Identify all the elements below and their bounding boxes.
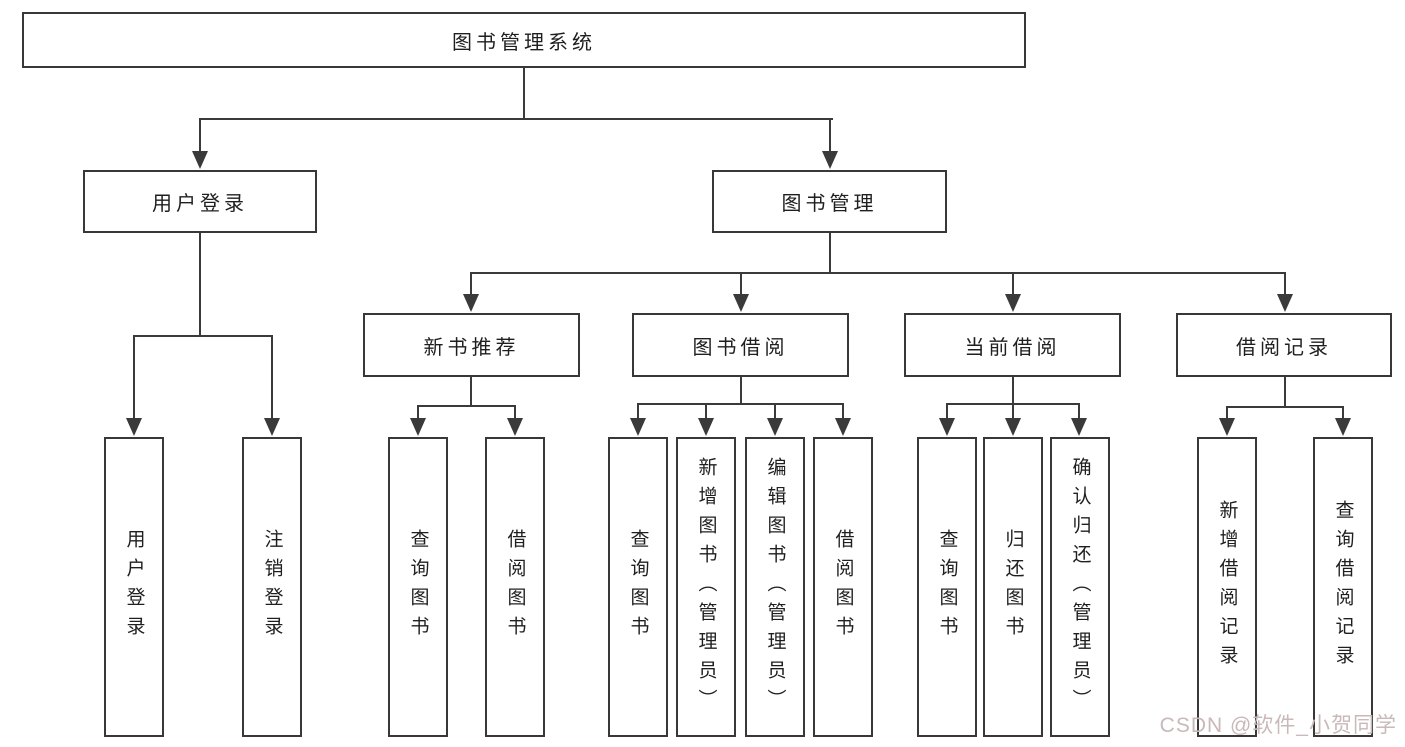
connector-line [740, 272, 742, 298]
node-label: 当前借阅 [964, 336, 1061, 359]
connector-line [1284, 377, 1286, 408]
leaf-label: 新增图书（管理员） [695, 456, 717, 718]
leaf-label: 借阅图书 [504, 529, 526, 645]
connector-line [1342, 406, 1344, 421]
node-new-book-recommendation: 新书推荐 [363, 313, 580, 377]
connector-line [470, 272, 472, 298]
leaf-label: 确认归还（管理员） [1069, 456, 1091, 718]
connector-line [470, 377, 472, 407]
connector-line [199, 118, 833, 120]
connector-line [417, 405, 516, 407]
leaf-query-books-borrow: 查询图书 [608, 437, 668, 737]
node-label: 图书管理 [781, 193, 878, 215]
leaf-return-books: 归还图书 [983, 437, 1043, 737]
leaf-add-books-admin: 新增图书（管理员） [676, 437, 736, 737]
connector-line [740, 377, 742, 405]
leaf-label: 编辑图书（管理员） [764, 456, 786, 718]
node-user-login: 用户登录 [83, 170, 317, 233]
leaf-label: 查询图书 [936, 529, 958, 645]
leaf-query-books-current: 查询图书 [917, 437, 977, 737]
node-library-management-system: 图书管理系统 [22, 12, 1026, 68]
node-book-management: 图书管理 [712, 170, 947, 233]
arrow-down-icon [1005, 294, 1021, 312]
arrow-down-icon [939, 418, 955, 436]
leaf-label: 借阅图书 [832, 529, 854, 645]
arrow-down-icon [192, 151, 208, 169]
leaf-label: 归还图书 [1002, 529, 1024, 645]
arrow-down-icon [835, 418, 851, 436]
connector-line [199, 118, 201, 154]
node-borrowing-records: 借阅记录 [1176, 313, 1392, 377]
connector-line [637, 403, 844, 405]
connector-line [1226, 406, 1343, 408]
arrow-down-icon [733, 294, 749, 312]
connector-line [829, 233, 831, 274]
connector-line [199, 233, 201, 335]
connector-line [514, 405, 516, 421]
node-label: 用户登录 [152, 193, 248, 215]
leaf-query-books-recommend: 查询图书 [388, 437, 448, 737]
connector-line [1226, 406, 1228, 421]
leaf-label: 查询图书 [407, 529, 429, 645]
connector-line [1078, 403, 1080, 421]
connector-line [1012, 377, 1014, 405]
arrow-down-icon [463, 294, 479, 312]
arrow-down-icon [410, 418, 426, 436]
connector-line [774, 403, 776, 421]
leaf-label: 查询图书 [627, 529, 649, 645]
connector-line [842, 403, 844, 421]
connector-line [1012, 272, 1014, 298]
connector-line [829, 118, 831, 154]
leaf-label: 用户登录 [123, 529, 145, 645]
csdn-watermark: CSDN @软件_小贺同学 [1159, 714, 1397, 737]
leaf-label: 注销登录 [261, 529, 283, 645]
arrow-down-icon [822, 151, 838, 169]
arrow-down-icon [1071, 418, 1087, 436]
arrow-down-icon [264, 418, 280, 436]
connector-line [271, 335, 273, 421]
connector-line [1284, 272, 1286, 298]
connector-line [946, 403, 948, 421]
connector-line [1012, 403, 1014, 421]
node-label: 新书推荐 [423, 336, 520, 359]
node-book-borrowing: 图书借阅 [632, 313, 849, 377]
leaf-logout: 注销登录 [242, 437, 302, 737]
node-label: 图书借阅 [692, 336, 789, 359]
leaf-label: 查询借阅记录 [1332, 500, 1354, 674]
arrow-down-icon [507, 418, 523, 436]
leaf-query-borrow-record: 查询借阅记录 [1313, 437, 1373, 737]
connector-line [637, 403, 639, 421]
leaf-confirm-return-admin: 确认归还（管理员） [1050, 437, 1110, 737]
leaf-borrow-books: 借阅图书 [813, 437, 873, 737]
leaf-borrow-books-recommend: 借阅图书 [485, 437, 545, 737]
leaf-add-borrow-record: 新增借阅记录 [1197, 437, 1257, 737]
node-label: 图书管理系统 [452, 31, 596, 54]
arrow-down-icon [630, 418, 646, 436]
arrow-down-icon [698, 418, 714, 436]
connector-line [470, 272, 1285, 274]
connector-line [705, 403, 707, 421]
connector-line [133, 335, 135, 421]
arrow-down-icon [1277, 294, 1293, 312]
node-label: 借阅记录 [1236, 336, 1332, 359]
arrow-down-icon [1219, 418, 1235, 436]
leaf-user-login: 用户登录 [104, 437, 164, 737]
arrow-down-icon [767, 418, 783, 436]
connector-line [133, 335, 273, 337]
leaf-label: 新增借阅记录 [1216, 500, 1238, 674]
leaf-edit-books-admin: 编辑图书（管理员） [745, 437, 805, 737]
node-current-borrowing: 当前借阅 [904, 313, 1121, 377]
connector-line [523, 68, 525, 120]
arrow-down-icon [1005, 418, 1021, 436]
connector-line [417, 405, 419, 421]
arrow-down-icon [126, 418, 142, 436]
arrow-down-icon [1335, 418, 1351, 436]
